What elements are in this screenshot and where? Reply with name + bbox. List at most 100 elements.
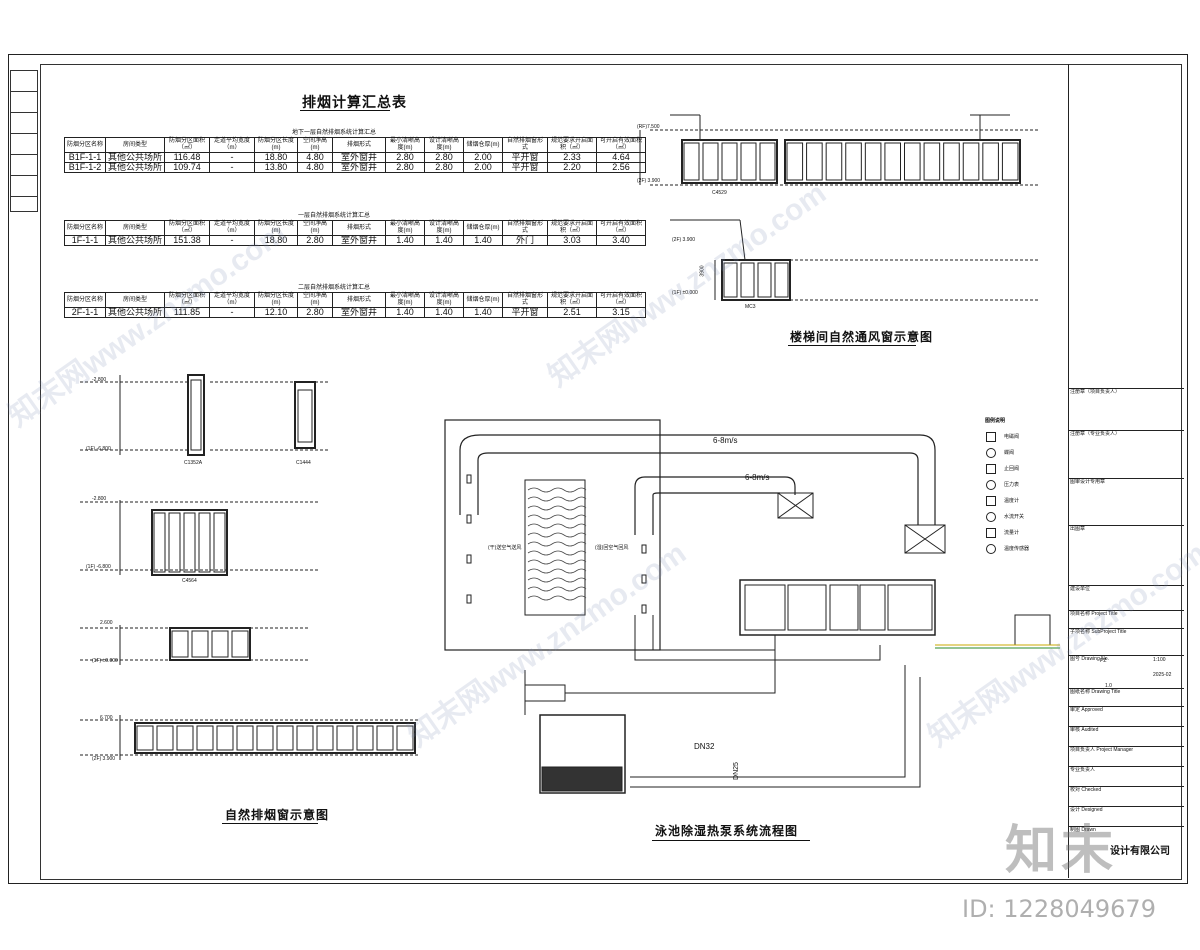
table-cell: 平开窗 <box>502 307 549 318</box>
table-subtitle: 二层自然排烟系统计算汇总 <box>297 285 370 291</box>
table-header-cell: 房间类型 <box>104 137 166 153</box>
title-underline <box>652 840 810 841</box>
window-pane <box>198 512 211 573</box>
water-wave <box>527 505 587 511</box>
window-pane <box>759 142 776 181</box>
water-wave <box>527 586 587 592</box>
table-subtitle: 地下一层自然排烟系统计算汇总 <box>291 130 376 136</box>
table-cell: 111.85 <box>164 307 211 318</box>
table-cell: - <box>209 235 256 246</box>
table-cell: 1.40 <box>424 235 465 246</box>
table-header-cell: 最小清晰高度(m) <box>385 137 426 153</box>
table-cell: - <box>209 162 256 173</box>
title-underline <box>300 110 390 111</box>
title-block-row: 制图 Drawn <box>1068 826 1184 833</box>
legend-title: 图例说明 <box>985 418 1006 424</box>
table-cell: B1F-1-2 <box>64 162 106 173</box>
table-header-cell: 防烟分区长度(m) <box>254 220 299 236</box>
duct-marker <box>466 514 472 524</box>
flow-pipe-dn32: DN32 <box>694 742 715 751</box>
table-header-cell: 最小清晰高度(m) <box>385 220 426 236</box>
window-pane <box>845 142 862 181</box>
window-pane <box>774 262 789 298</box>
smoke-calc-table: 防烟分区名称房间类型防烟分区面积（㎡）走道平均宽度（m）防烟分区长度(m)空间净… <box>64 137 647 173</box>
title-underline <box>788 345 916 346</box>
legend-label: 电磁阀 <box>1004 434 1020 440</box>
table-cell: 2.33 <box>547 152 598 163</box>
legend-label: 温度计 <box>1004 498 1020 504</box>
table-header-cell: 自然排烟窗形式 <box>502 137 549 153</box>
table-header-cell: 防烟分区名称 <box>64 137 106 153</box>
water-wave <box>527 595 587 601</box>
table-cell: 2.80 <box>424 152 465 163</box>
window-pane <box>702 142 719 181</box>
window-pane <box>336 725 354 751</box>
table-header-cell: 防烟分区长度(m) <box>254 137 299 153</box>
legend-symbol-icon <box>986 528 996 538</box>
pool-flow-diagram <box>444 419 1060 794</box>
window-pane <box>276 725 294 751</box>
table-header-cell: 走道平均宽度（m） <box>209 292 256 308</box>
stair-vent-title: 楼梯间自然通风窗示意图 <box>790 330 934 344</box>
window-pane <box>723 262 738 298</box>
table-cell: 1.40 <box>463 307 504 318</box>
table-cell: 室外窗井 <box>332 235 387 246</box>
window-pane <box>806 142 823 181</box>
table-cell: 1.40 <box>385 235 426 246</box>
table-cell: 18.80 <box>254 152 299 163</box>
pool-flow-title: 泳池除湿热泵系统流程图 <box>655 824 799 838</box>
table-header-cell: 走道平均宽度（m） <box>209 137 256 153</box>
title-block-row: 图纸名称 Drawing Title <box>1068 688 1184 695</box>
table-header-cell: 储烟仓厚(m) <box>463 220 504 236</box>
water-wave <box>527 568 587 574</box>
legend-label: 温度传感器 <box>1004 546 1030 552</box>
legend-symbol-icon <box>986 464 996 474</box>
table-header-cell: 设计清晰高度(m) <box>424 220 465 236</box>
smoke-lv-0000: (1F) ±0.000 <box>92 658 118 664</box>
window-pane <box>943 142 960 181</box>
table-cell: 2.80 <box>297 235 334 246</box>
title-block-row: 校对 Checked <box>1068 786 1184 793</box>
table-header-cell: 规范要求开启面积（㎡） <box>547 137 598 153</box>
table-header-cell: 房间类型 <box>104 220 166 236</box>
window-pane <box>316 725 334 751</box>
window-pane <box>786 142 804 181</box>
table-header-cell: 规范要求开启面积（㎡） <box>547 220 598 236</box>
flow-pipe-dn25: DN25 <box>732 762 740 780</box>
stair-window-c4529: C4529 <box>712 190 727 196</box>
window-pane <box>356 725 374 751</box>
stair-level-low: (1F) ±0.000 <box>672 290 698 296</box>
window-pane <box>884 142 902 181</box>
table-cell: 4.80 <box>297 152 334 163</box>
tb-drawing-no: PZ <box>1100 658 1107 664</box>
window-pane <box>757 262 772 298</box>
duct-marker <box>466 554 472 564</box>
table-header-cell: 房间类型 <box>104 292 166 308</box>
window-pane <box>683 142 700 181</box>
table-cell: 13.80 <box>254 162 299 173</box>
water-wave <box>527 550 587 556</box>
smoke-lv-m6800b: (1F) -6.800 <box>86 564 111 570</box>
table-cell: 外门 <box>502 235 549 246</box>
table-cell: 室外窗井 <box>332 307 387 318</box>
smoke-window-diagram <box>80 374 420 760</box>
table-cell: 2.00 <box>463 152 504 163</box>
table-cell: 1.40 <box>385 307 426 318</box>
water-wave <box>527 532 587 538</box>
title-block-row: 图号 Drawing No. <box>1068 655 1184 662</box>
title-block-row: 审定 Approved <box>1068 706 1184 713</box>
smoke-calc-table: 防烟分区名称房间类型防烟分区面积（㎡）走道平均宽度（m）防烟分区长度(m)空间净… <box>64 292 647 318</box>
table-header-cell: 设计清晰高度(m) <box>424 137 465 153</box>
legend-label: 流量计 <box>1004 530 1020 536</box>
stair-level-top: (RF)7.500 <box>637 124 660 130</box>
smoke-table-title: 排烟计算汇总表 <box>302 94 407 110</box>
smoke-window-c1352a: C1352A <box>184 460 203 466</box>
window-pane <box>396 725 414 751</box>
title-block-row: 专业负责人 <box>1068 766 1184 773</box>
smoke-calc-table: 防烟分区名称房间类型防烟分区面积（㎡）走道平均宽度（m）防烟分区长度(m)空间净… <box>64 220 647 246</box>
window-pane <box>962 142 980 181</box>
window-pane <box>1001 142 1019 181</box>
legend-symbol-icon <box>986 496 996 506</box>
